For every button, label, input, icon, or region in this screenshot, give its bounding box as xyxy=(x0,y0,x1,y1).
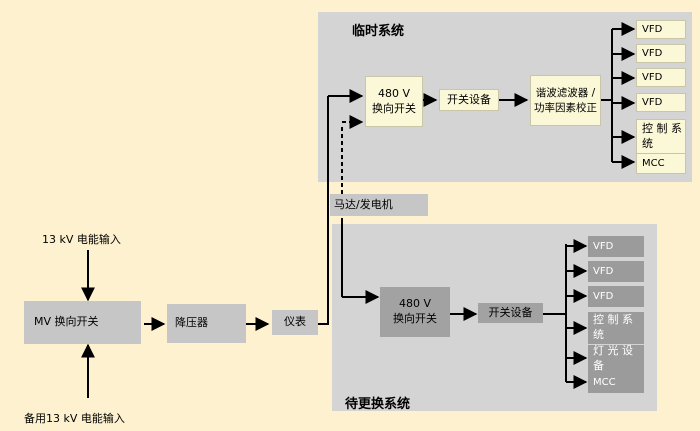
standby-switchgear: 开关设备 xyxy=(478,303,543,323)
temp-system-title: 临时系统 xyxy=(352,24,405,39)
step-down-transformer: 降压器 xyxy=(167,304,246,343)
input-13kv-label: 13 kV 电能输入 xyxy=(42,233,121,246)
standby-load-vfd-2: VFD xyxy=(588,261,644,282)
temp-load-vfd-1: VFD xyxy=(636,20,686,39)
temp-load-vfd-4: VFD xyxy=(636,93,686,112)
standby-480v-switch: 480 V 换向开关 xyxy=(380,287,450,337)
motor-generator: 马达/发电机 xyxy=(330,194,428,216)
standby-load-vfd-3: VFD xyxy=(588,286,644,307)
temp-load-mcc: MCC xyxy=(636,153,686,174)
standby-load-vfd-1: VFD xyxy=(588,236,644,257)
temp-480v-switch: 480 V 换向开关 xyxy=(365,76,423,127)
temp-harmonic-filter: 谐波滤波器 / 功率因素校正 xyxy=(530,75,601,126)
temp-switchgear: 开关设备 xyxy=(439,89,499,111)
temp-load-control-system: 控 制 系 统 xyxy=(636,119,686,154)
backup-input-label: 备用13 kV 电能输入 xyxy=(24,412,125,425)
standby-load-control-system: 控 制 系 统 xyxy=(588,312,644,344)
standby-load-lighting: 灯 光 设 备 xyxy=(588,344,644,373)
meter-output-line xyxy=(318,96,329,325)
standby-load-mcc: MCC xyxy=(588,372,644,393)
temp-load-vfd-2: VFD xyxy=(636,44,686,63)
mv-transfer-switch: MV 换向开关 xyxy=(24,301,141,344)
meter: 仪表 xyxy=(272,310,318,335)
standby-system-title: 待更换系统 xyxy=(345,397,411,412)
temp-load-vfd-3: VFD xyxy=(636,68,686,87)
